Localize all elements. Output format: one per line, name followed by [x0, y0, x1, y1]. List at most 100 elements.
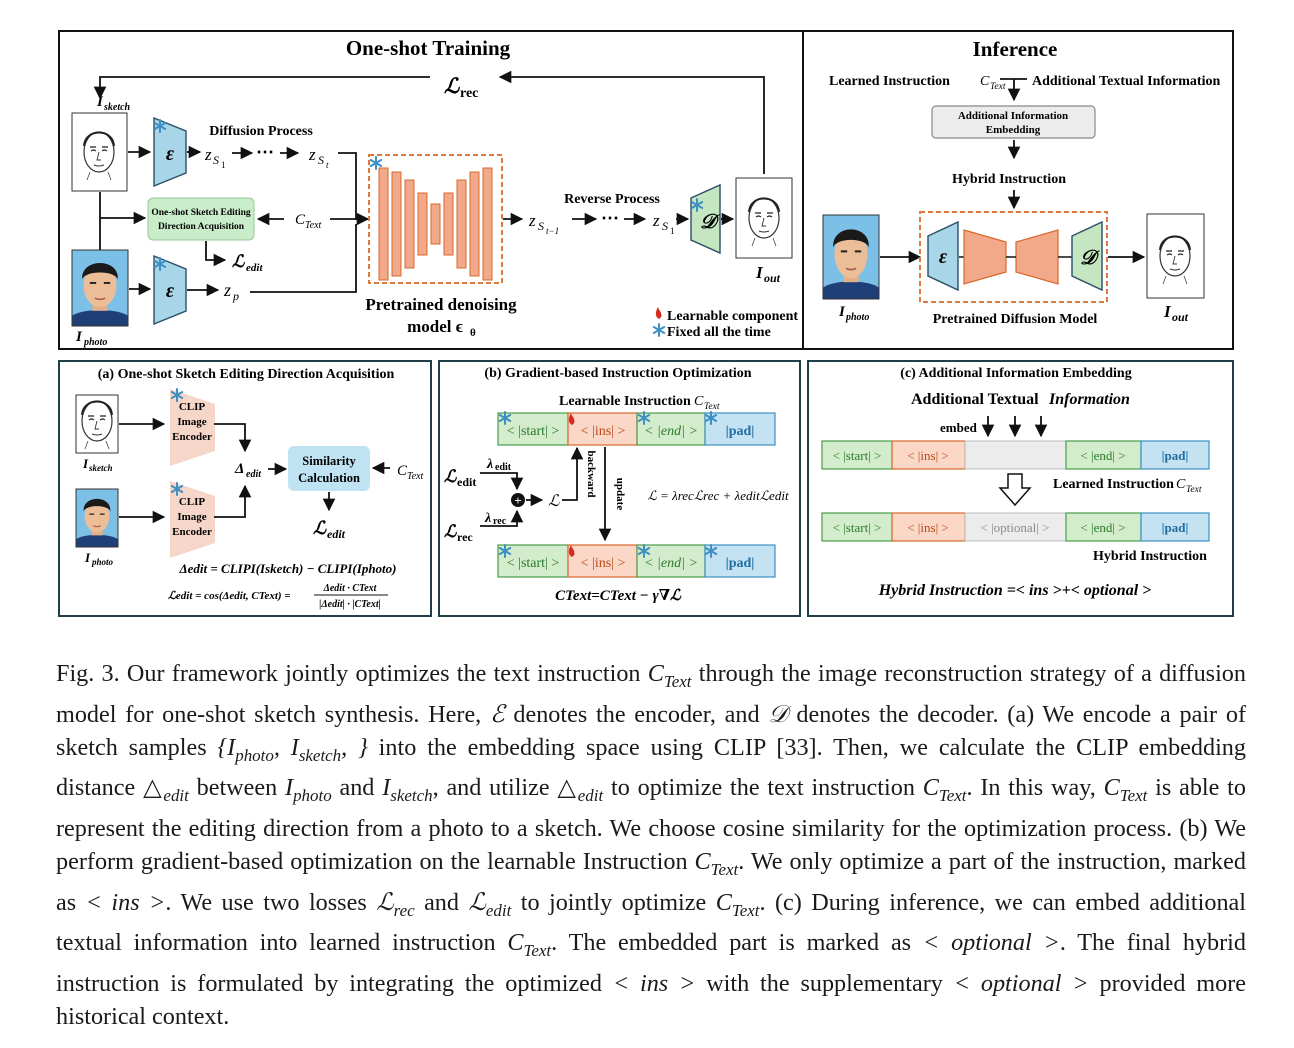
- svg-text:Text: Text: [1186, 485, 1202, 495]
- inf-model-caption: Pretrained Diffusion Model: [933, 312, 1098, 327]
- svg-text:Learned Instruction: Learned Instruction: [1053, 477, 1174, 492]
- svg-text:I: I: [82, 456, 89, 471]
- caption-segment: through the image reconstruction strateg…: [56, 660, 1246, 728]
- i-photo-label: I photo: [75, 329, 107, 348]
- svg-text:< |start| >: < |start| >: [507, 556, 560, 571]
- framework-figure: One-shot Training ℒ rec I sketch ε Diffu…: [58, 30, 1234, 617]
- svg-text:< |start| >: < |start| >: [833, 448, 882, 463]
- loss-edit-top: ℒ edit: [232, 252, 263, 274]
- caption-segment: 𝒟: [768, 700, 788, 728]
- panel-c-title: (c) Additional Information Embedding: [900, 366, 1131, 381]
- svg-text:Image: Image: [177, 416, 206, 428]
- caption-segment: sketch: [390, 786, 433, 806]
- loss-rec-top: ℒ rec: [444, 74, 478, 101]
- sketch-image: [71, 112, 128, 192]
- a-clip-encoder-bottom: CLIP Image Encoder: [170, 481, 215, 558]
- caption-segment: < optional >: [953, 970, 1089, 998]
- a-i-photo-label: I photo: [84, 550, 114, 567]
- svg-text:Text: Text: [305, 220, 322, 231]
- pretrained-unet: [368, 154, 503, 284]
- svg-text:Encoder: Encoder: [172, 431, 212, 443]
- caption-segment: C: [922, 774, 939, 802]
- svg-text:|pad|: |pad|: [1162, 448, 1189, 463]
- svg-text:ℒ: ℒ: [444, 467, 457, 486]
- caption-segment: . The embedded part is marked as: [551, 929, 923, 957]
- caption-segment: edit: [485, 900, 512, 920]
- snowflake-icon: [652, 323, 666, 337]
- caption-segment: . We only optimize a part of the instruc…: [56, 848, 1246, 916]
- svg-text:Calculation: Calculation: [298, 471, 360, 485]
- svg-text:I: I: [96, 94, 104, 110]
- caption-segment: edit: [577, 786, 604, 806]
- svg-text:< |optional| >: < |optional| >: [981, 520, 1050, 535]
- caption-segment: between: [188, 774, 286, 802]
- caption-segment: < ins >: [612, 970, 696, 998]
- svg-text:photo: photo: [83, 337, 107, 348]
- svg-text:Learnable Instruction: Learnable Instruction: [559, 394, 691, 409]
- caption-segment: I: [285, 774, 294, 802]
- svg-text:S: S: [662, 219, 668, 233]
- svg-text:Text: Text: [407, 471, 424, 482]
- c-text-top: C Text: [295, 212, 322, 231]
- panel-c: [807, 360, 1234, 617]
- inf-hybrid-label: Hybrid Instruction: [952, 172, 1066, 187]
- svg-text:⋯: ⋯: [256, 142, 274, 162]
- svg-text:Information: Information: [1048, 391, 1130, 408]
- svg-text:photo: photo: [91, 557, 114, 567]
- svg-text:|pad|: |pad|: [726, 424, 755, 439]
- svg-text:< |ins| >: < |ins| >: [581, 556, 626, 571]
- inf-output-sketch: [1146, 213, 1205, 299]
- inf-embedding-box: Additional Information Embedding: [931, 105, 1096, 139]
- svg-text:I: I: [84, 550, 91, 565]
- caption-segment: Fig. 3. Our framework jointly optimizes …: [56, 660, 648, 687]
- svg-text:Embedding: Embedding: [986, 124, 1041, 136]
- inf-i-photo-label: I photo: [838, 304, 869, 323]
- svg-text:|Δedit| · |CText|: |Δedit| · |CText|: [319, 599, 381, 610]
- svg-text:sketch: sketch: [103, 102, 131, 113]
- caption-segment: . We use two losses: [165, 888, 377, 916]
- caption-segment: C: [694, 848, 711, 876]
- encoder-top: ε: [153, 116, 187, 188]
- flame-icon: [655, 307, 662, 319]
- z-s1-out-label: z S 1: [652, 211, 675, 236]
- caption-segment: into the embedding space using CLIP [33]…: [56, 733, 1246, 802]
- b-update-label: update: [614, 478, 626, 511]
- svg-text:rec: rec: [460, 86, 478, 101]
- caption-segment: < optional >: [922, 929, 1060, 957]
- caption-segment: Text: [663, 671, 692, 691]
- caption-segment: with the supplementary: [695, 970, 954, 998]
- svg-text:ℒ: ℒ: [313, 518, 327, 538]
- svg-text:< |start| >: < |start| >: [833, 520, 882, 535]
- svg-text:z: z: [528, 211, 536, 230]
- svg-text:Similarity: Similarity: [302, 454, 356, 468]
- a-i-sketch-label: I sketch: [82, 456, 113, 473]
- caption-segment: Text: [710, 859, 739, 879]
- svg-text:p: p: [232, 289, 239, 303]
- caption-segment: , and utilize: [432, 774, 558, 802]
- panel-a: [58, 360, 432, 617]
- svg-text:C: C: [980, 74, 990, 89]
- a-equation-loss: ℒedit = cos(Δedit, CText) = Δedit · CTex…: [168, 583, 388, 610]
- caption-segment: ℒ: [468, 888, 486, 916]
- caption-segment: sketch: [298, 745, 342, 765]
- caption-segment: , I: [273, 733, 299, 761]
- b-update-rule: CText=CText − γ∇ℒ: [555, 588, 682, 604]
- svg-text:< |ins| >: < |ins| >: [581, 424, 626, 439]
- svg-text:ℒ: ℒ: [444, 74, 460, 98]
- b-backward-label: backward: [585, 450, 597, 497]
- svg-text:C: C: [397, 463, 408, 479]
- inf-diffusion-model: out ε 𝒟: [919, 211, 1108, 303]
- a-c-text: C Text: [397, 463, 424, 482]
- c-tokens-top: < |start| > < |ins| > < |end| > |pad|: [821, 440, 1210, 470]
- caption-segment: < ins >: [85, 888, 166, 916]
- caption-segment: and: [414, 888, 469, 916]
- svg-text:I: I: [1163, 302, 1172, 321]
- inf-additional-info: Additional Textual Information: [1032, 74, 1220, 89]
- svg-text:|pad|: |pad|: [726, 556, 755, 571]
- svg-text:Additional Information: Additional Information: [958, 110, 1068, 122]
- caption-segment: C: [1103, 774, 1120, 802]
- caption-segment: Text: [938, 786, 967, 806]
- svg-text:Δedit · CText: Δedit · CText: [323, 583, 378, 594]
- svg-text:z: z: [652, 211, 660, 230]
- svg-text:Encoder: Encoder: [172, 526, 212, 538]
